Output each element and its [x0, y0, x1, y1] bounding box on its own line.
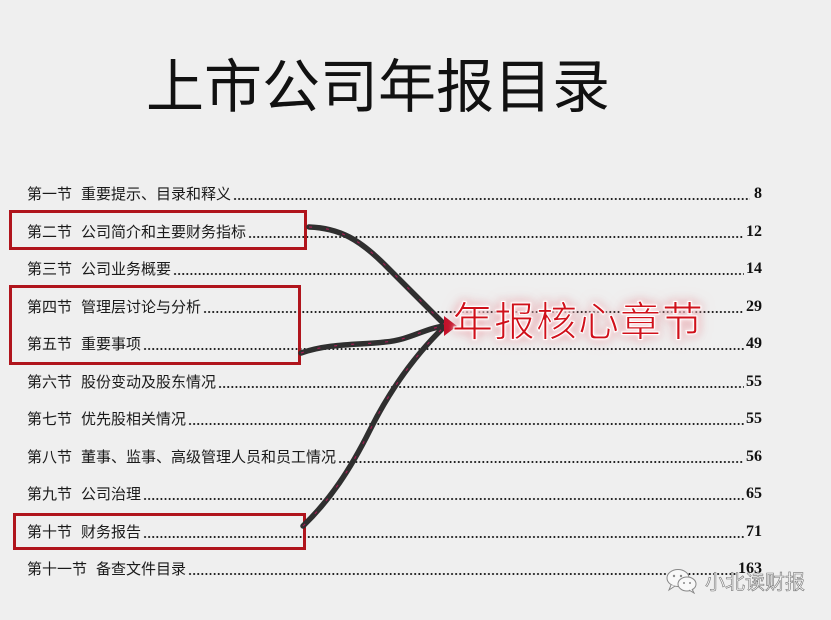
highlight-box-section-2 — [9, 210, 307, 250]
toc-row[interactable]: 第十节 财务报告 71 — [27, 521, 762, 543]
toc-section-number: 第九节 — [27, 485, 73, 503]
dot-leader — [143, 536, 744, 538]
watermark-text: 小北读财报 — [705, 570, 806, 595]
toc-row[interactable]: 第二节 公司简介和主要财务指标 12 — [27, 221, 762, 243]
watermark: 小北读财报 — [665, 566, 805, 595]
highlight-box-sections-4-5 — [9, 285, 301, 365]
toc-section-number: 第十一节 — [27, 560, 88, 578]
dot-leader — [188, 423, 744, 425]
toc-page-number: 71 — [746, 523, 762, 540]
toc-page-number: 14 — [746, 260, 762, 277]
toc-row[interactable]: 第十一节 备查文件目录 163 — [27, 558, 762, 580]
toc-page-number: 65 — [746, 485, 762, 502]
toc-section-title: 重要事项 — [81, 335, 142, 353]
toc-row[interactable]: 第四节 管理层讨论与分析 29 — [27, 296, 762, 318]
toc-section-number: 第二节 — [27, 223, 73, 241]
toc-section-title: 优先股相关情况 — [81, 410, 187, 428]
toc-section-number: 第八节 — [27, 448, 73, 466]
toc-page-number: 29 — [746, 298, 762, 315]
toc-row[interactable]: 第八节 董事、监事、高级管理人员和员工情况 56 — [27, 446, 762, 468]
core-chapters-label: 年报核心章节 — [452, 298, 704, 347]
toc-section-number: 第七节 — [27, 410, 73, 428]
dot-leader — [143, 498, 744, 500]
toc-page-number: 55 — [746, 410, 762, 427]
toc-page-number: 55 — [746, 373, 762, 390]
page-title: 上市公司年报目录 — [146, 53, 611, 121]
dot-leader — [218, 386, 744, 388]
toc-page-number: 49 — [746, 335, 762, 352]
toc-section-number: 第五节 — [27, 335, 73, 353]
dot-leader — [203, 311, 744, 313]
toc-row[interactable]: 第九节 公司治理 65 — [27, 483, 762, 505]
toc-row[interactable]: 第五节 重要事项 49 — [27, 333, 762, 355]
toc-section-title: 股份变动及股东情况 — [81, 373, 217, 391]
dot-leader — [188, 573, 736, 575]
toc-row[interactable]: 第一节 重要提示、目录和释义 8 — [27, 183, 762, 205]
dot-leader — [248, 236, 744, 238]
toc-row[interactable]: 第六节 股份变动及股东情况 55 — [27, 371, 762, 393]
toc-section-title: 备查文件目录 — [96, 560, 187, 578]
dot-leader — [338, 461, 744, 463]
toc-page-number: 56 — [746, 448, 762, 465]
toc-page-number: 163 — [738, 560, 762, 577]
dot-leader — [173, 273, 744, 275]
toc-section-title: 管理层讨论与分析 — [81, 298, 202, 316]
toc-section-number: 第四节 — [27, 298, 73, 316]
toc-page-number: 12 — [746, 223, 762, 240]
toc-section-title: 财务报告 — [81, 523, 142, 541]
toc-section-number: 第三节 — [27, 260, 73, 278]
toc-section-number: 第六节 — [27, 373, 73, 391]
toc-row[interactable]: 第七节 优先股相关情况 55 — [27, 408, 762, 430]
dot-leader — [143, 348, 744, 350]
toc-section-title: 重要提示、目录和释义 — [81, 185, 232, 203]
toc-section-title: 公司业务概要 — [81, 260, 172, 278]
toc-section-number: 第一节 — [27, 185, 73, 203]
toc-section-title: 公司治理 — [81, 485, 142, 503]
toc-page-number: 8 — [754, 185, 762, 202]
dot-leader — [233, 198, 750, 200]
toc-row[interactable]: 第三节 公司业务概要 14 — [27, 258, 762, 280]
toc-section-title: 公司简介和主要财务指标 — [81, 223, 247, 241]
wechat-icon — [666, 568, 697, 594]
highlight-box-section-10 — [13, 513, 306, 550]
toc-section-number: 第十节 — [27, 523, 73, 541]
arrowhead-icon — [444, 316, 457, 336]
toc-section-title: 董事、监事、高级管理人员和员工情况 — [81, 448, 337, 466]
